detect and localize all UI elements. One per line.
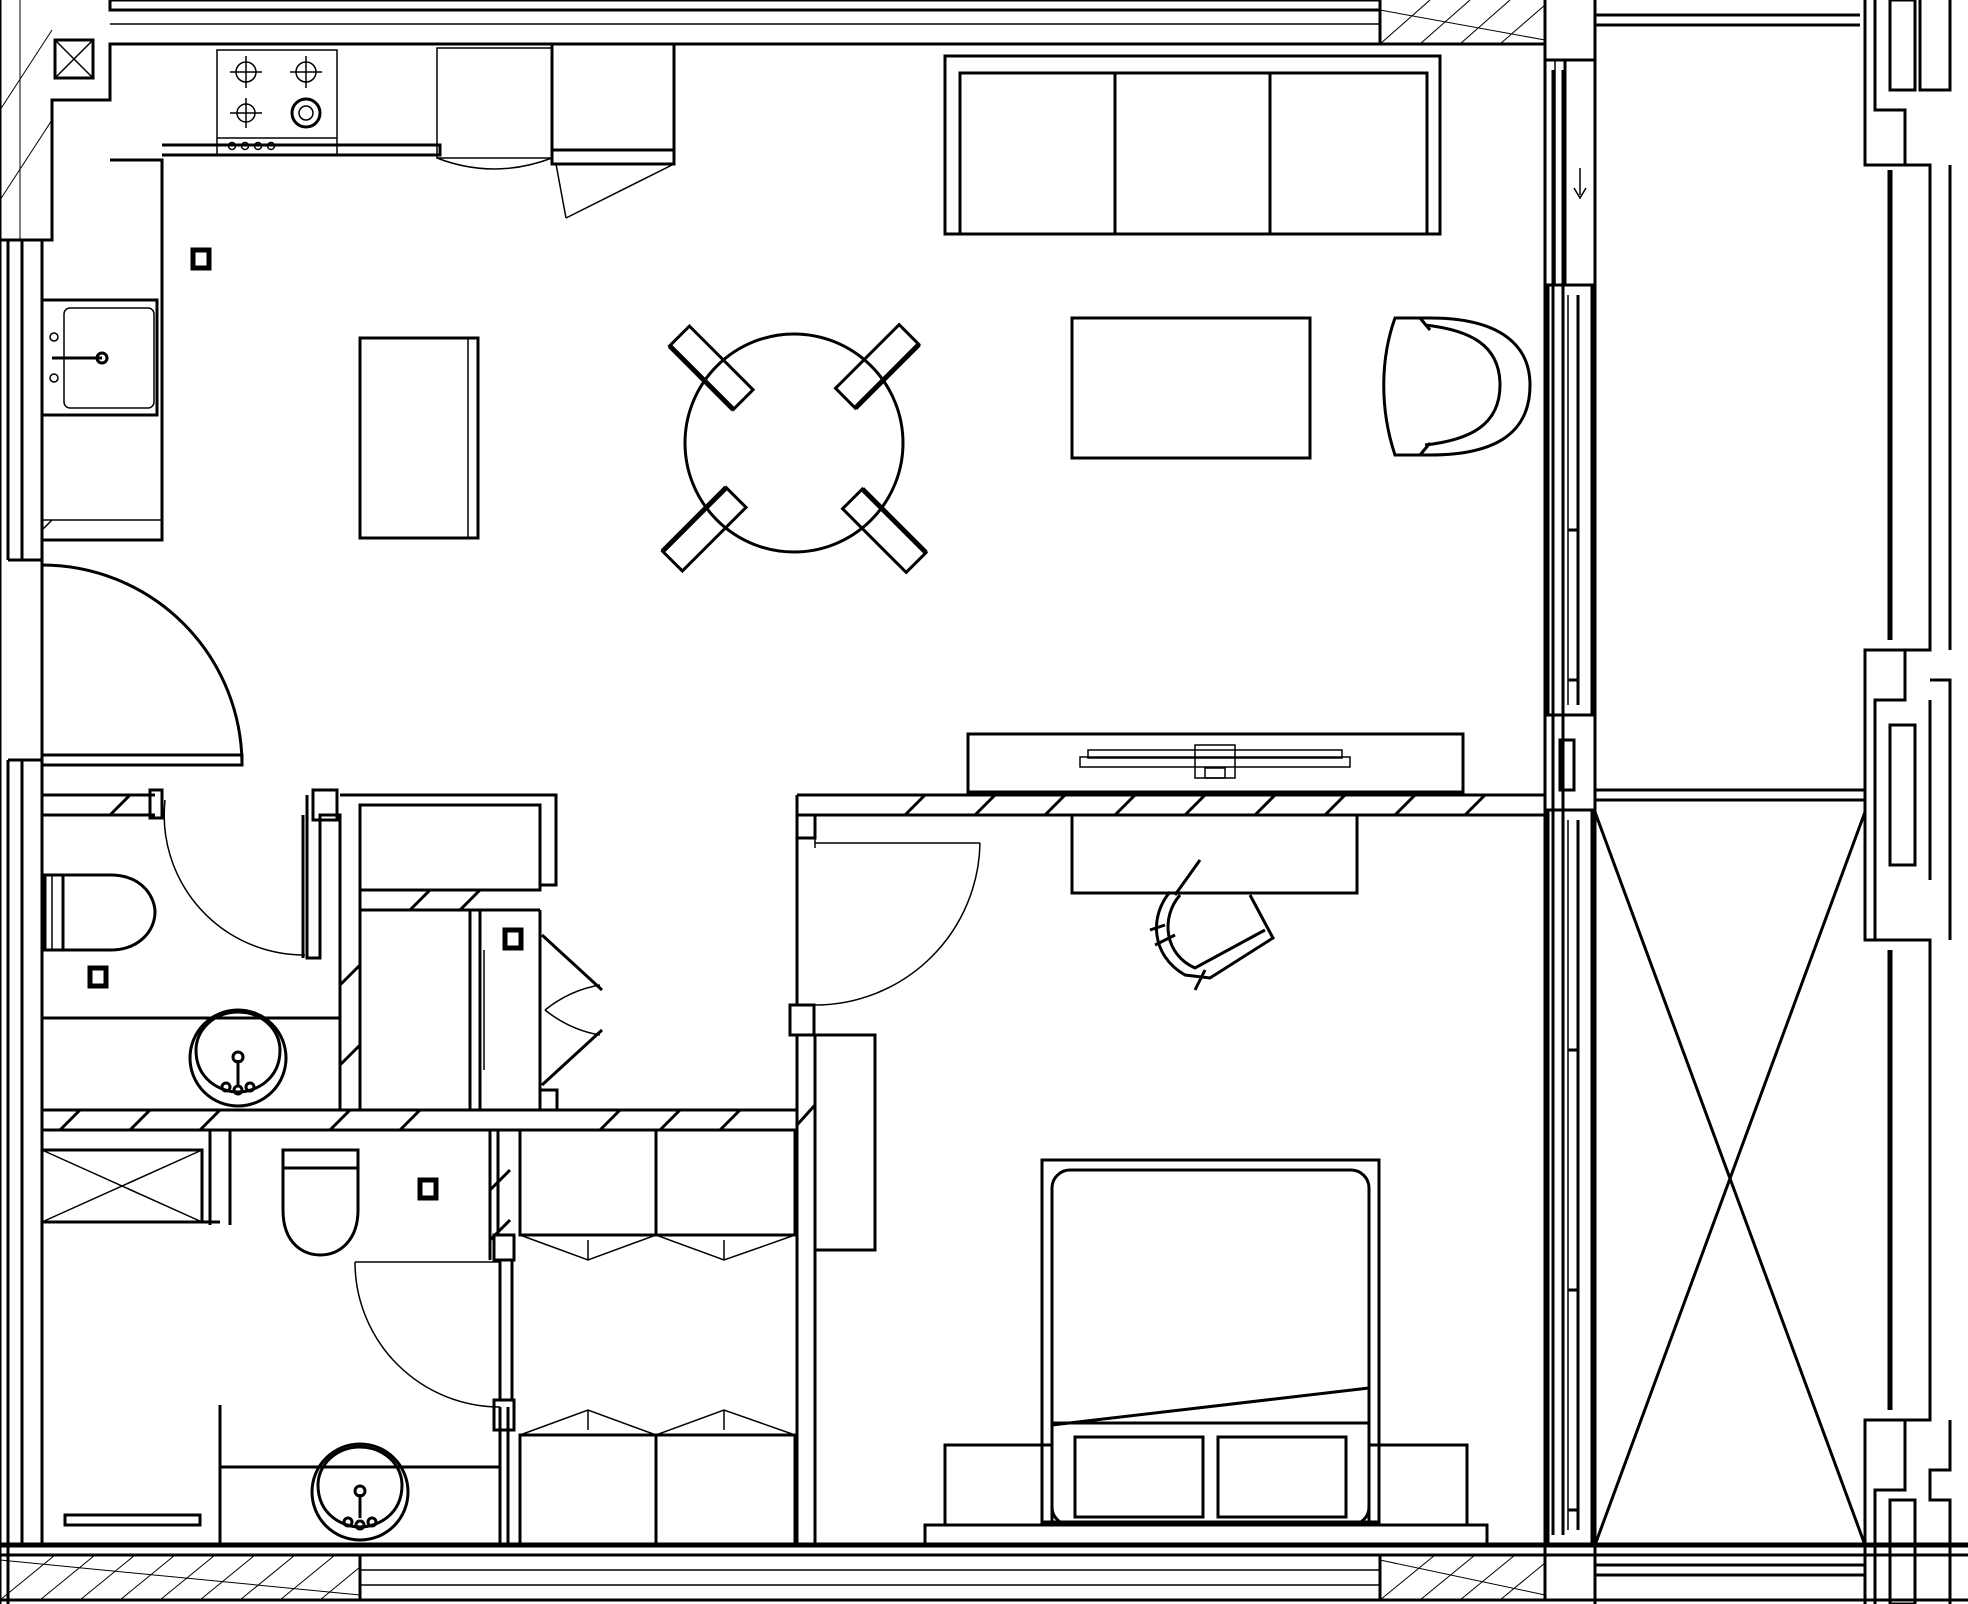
coffee-table xyxy=(1070,316,1312,460)
shower-tray xyxy=(40,1148,204,1224)
tv-console xyxy=(966,732,1465,794)
sofa xyxy=(943,54,1442,236)
wc xyxy=(40,873,342,1112)
washbasin xyxy=(310,1442,410,1542)
kitchen-sink xyxy=(40,298,159,417)
balcony xyxy=(1543,0,1952,1604)
oven xyxy=(550,42,676,219)
entrance-door xyxy=(40,560,244,767)
refrigerator xyxy=(436,47,553,170)
toilet xyxy=(43,873,157,952)
toilet xyxy=(281,1148,360,1257)
armchair xyxy=(1382,316,1532,457)
wardrobe xyxy=(518,1128,797,1547)
double-bed xyxy=(1040,1158,1381,1527)
washbasin xyxy=(188,1008,288,1108)
kitchen xyxy=(40,42,676,560)
dining-chairs xyxy=(660,322,929,575)
desk-chair xyxy=(1149,859,1275,991)
gas-hob xyxy=(216,49,338,156)
round-dining-table xyxy=(683,332,905,554)
bedroom xyxy=(923,813,1489,1547)
nightstands xyxy=(943,1443,1469,1527)
desk xyxy=(1070,813,1359,895)
living-dining xyxy=(40,54,1532,794)
kitchen-island xyxy=(358,336,480,540)
bathroom xyxy=(40,1148,439,1542)
